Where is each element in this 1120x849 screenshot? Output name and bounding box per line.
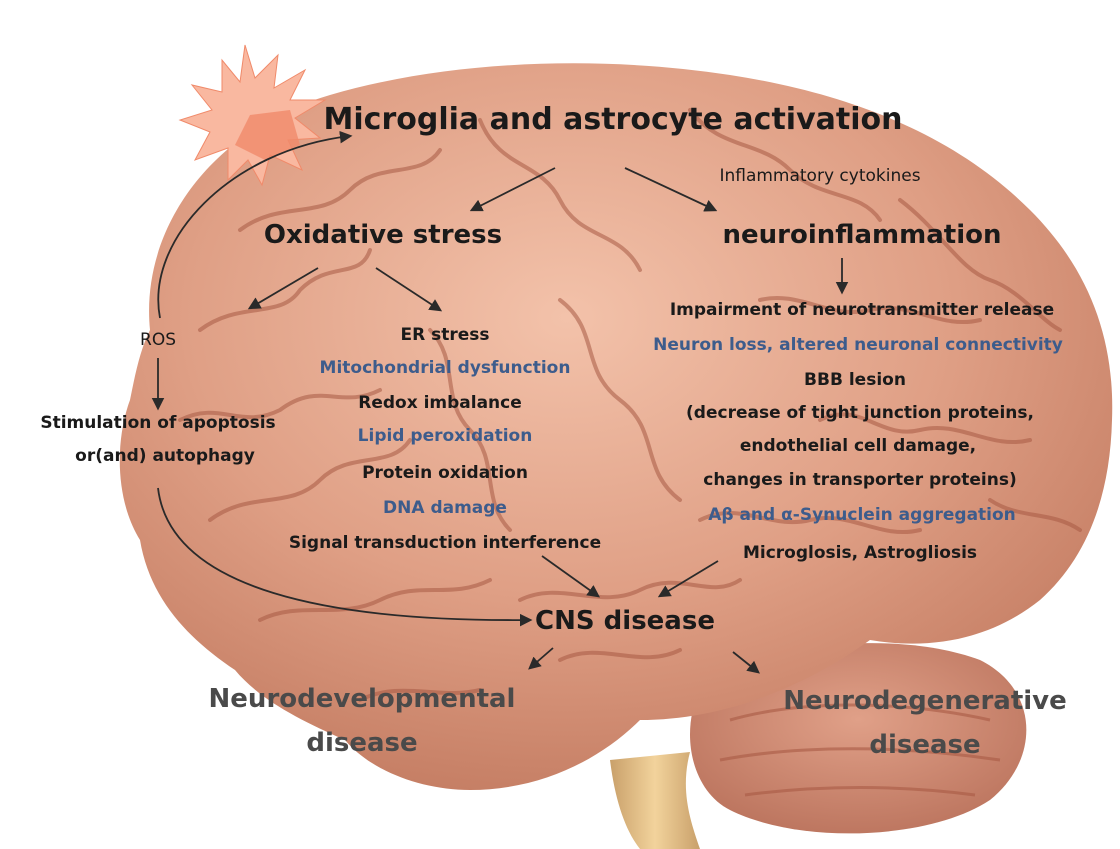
oxidative-effect-item: Lipid peroxidation xyxy=(358,428,533,445)
outcome-neurodegenerative-line-1: Neurodegenerative xyxy=(783,688,1067,714)
node-neuroinflammation: neuroinflammation xyxy=(722,222,1001,248)
oxidative-effect-item: Mitochondrial dysfunction xyxy=(320,360,571,377)
neuroinflammation-effect-item: Neuron loss, altered neuronal connectivi… xyxy=(653,337,1063,354)
oxidative-effect-item: ER stress xyxy=(400,327,489,344)
neuroinflammation-effect-item: changes in transporter proteins) xyxy=(703,472,1016,489)
node-apoptosis-line-2: or(and) autophagy xyxy=(75,448,255,465)
outcome-neurodevelopmental-line-2: disease xyxy=(306,730,417,756)
neuroinflammation-effect-item: Aβ and α-Synuclein aggregation xyxy=(708,507,1016,524)
neuroinflammation-effect-item: Impairment of neurotransmitter release xyxy=(670,302,1054,319)
oxidative-effect-item: Protein oxidation xyxy=(362,465,528,482)
node-ros: ROS xyxy=(140,332,176,349)
outcome-neurodevelopmental-line-1: Neurodevelopmental xyxy=(209,686,516,712)
neuroinflammation-effect-item: (decrease of tight junction proteins, xyxy=(686,405,1034,422)
node-oxidative-stress: Oxidative stress xyxy=(264,222,502,248)
neuroinflammation-effect-item: BBB lesion xyxy=(804,372,906,389)
node-cns-disease: CNS disease xyxy=(535,608,715,634)
brain-stem xyxy=(610,752,700,849)
oxidative-effect-item: DNA damage xyxy=(383,500,507,517)
oxidative-effect-item: Signal transduction interference xyxy=(289,535,601,552)
outcome-neurodegenerative-line-2: disease xyxy=(869,732,980,758)
node-apoptosis-line-1: Stimulation of apoptosis xyxy=(40,415,275,432)
neuroinflammation-effect-item: Microglosis, Astrogliosis xyxy=(743,545,977,562)
label-inflammatory-cytokines: Inflammatory cytokines xyxy=(719,168,920,185)
oxidative-effect-item: Redox imbalance xyxy=(358,395,522,412)
node-microglia-activation: Microglia and astrocyte activation xyxy=(324,105,903,135)
neuroinflammation-effect-item: endothelial cell damage, xyxy=(740,438,976,455)
